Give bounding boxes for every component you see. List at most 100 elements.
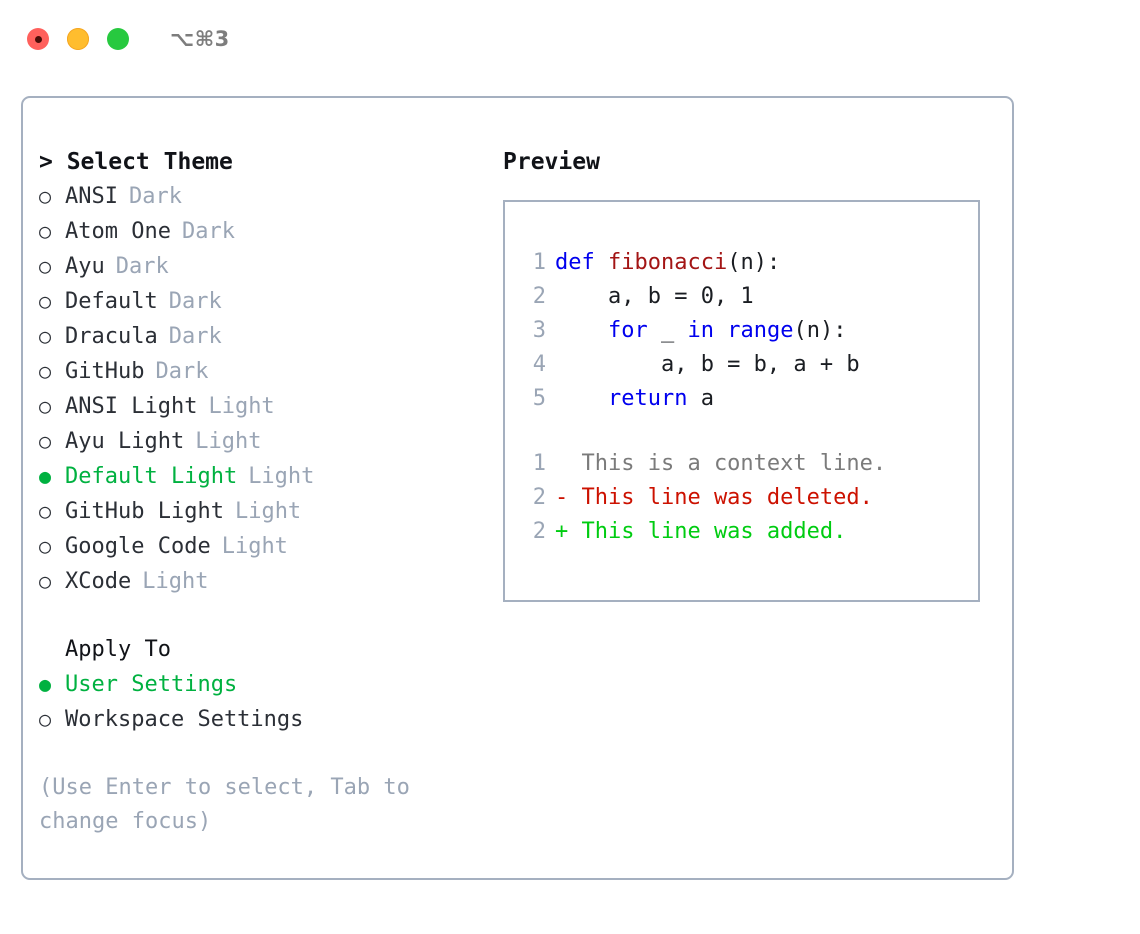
theme-name-label: Ayu Light [65,429,185,454]
code-line: 5 return a [518,382,978,416]
maximize-button[interactable] [107,28,129,50]
line-number: 5 [532,386,546,411]
radio-unselected-icon[interactable]: ○ [39,534,52,558]
theme-name-label: Ayu [65,254,105,279]
code-token: fibonacci [607,250,728,275]
theme-variant-tag: Dark [155,359,209,384]
line-number: 2 [532,284,546,309]
apply-to-item-label: Workspace Settings [65,707,304,732]
radio-unselected-icon[interactable]: ○ [39,569,52,593]
code-token: a, b = b, a + b [555,352,860,377]
list-spacer [39,599,503,633]
theme-name-label: Default [65,289,158,314]
code-token: (n): [727,250,781,275]
theme-list-item[interactable]: ○ Ayu Light Light [39,424,503,459]
theme-variant-tag: Light [234,499,302,524]
radio-selected-icon[interactable]: ● [39,464,52,488]
code-token: def [555,250,608,275]
theme-variant-tag: Light [221,534,288,559]
code-line: 2 a, b = 0, 1 [518,280,978,314]
theme-name-label: Dracula [65,324,158,349]
radio-unselected-icon[interactable]: ○ [39,429,52,453]
apply-to-marker-placeholder [39,633,65,667]
apply-to-item-label: User Settings [65,672,238,697]
theme-variant-tag: Light [142,569,209,594]
theme-name-label: XCode [65,569,132,594]
radio-unselected-icon[interactable]: ○ [39,499,52,523]
theme-list-item[interactable]: ○ Ayu Dark [39,249,503,284]
code-token: in [687,318,714,343]
diff-line: 1 This is a context line. [518,447,978,481]
preview-title: Preview [503,149,600,175]
code-token [555,382,608,416]
keyboard-shortcut-label: ⌥⌘3 [170,27,230,51]
code-token: range [727,318,794,343]
page-title: > Select Theme [39,149,233,175]
radio-selected-icon[interactable]: ● [39,672,52,696]
theme-list-item[interactable]: ○ GitHub Light Light [39,494,503,529]
preview-gap [518,416,978,447]
theme-variant-tag: Dark [128,184,182,209]
radio-unselected-icon[interactable]: ○ [39,359,52,383]
code-token: (n): [793,318,847,343]
radio-unselected-icon[interactable]: ○ [39,254,52,278]
theme-list-item[interactable]: ○ XCode Light [39,564,503,599]
theme-name-label: ANSI Light [65,394,198,419]
line-number: 3 [532,318,546,343]
theme-name-label: Default Light [65,464,238,489]
apply-to-item[interactable]: ● User Settings [39,667,503,702]
diff-line-text: - This line was deleted. [555,485,873,510]
line-number: 2 [532,519,546,544]
code-line: 4 a, b = b, a + b [518,348,978,382]
theme-name-label: Google Code [65,534,211,559]
line-number: 4 [532,352,546,377]
radio-unselected-icon[interactable]: ○ [39,289,52,313]
radio-unselected-icon[interactable]: ○ [39,324,52,348]
theme-variant-tag: Dark [168,289,222,314]
radio-unselected-icon[interactable]: ○ [39,219,52,243]
theme-list-item[interactable]: ○ Default Dark [39,284,503,319]
theme-list-item[interactable]: ○ ANSI Dark [39,179,503,214]
theme-variant-tag: Dark [115,254,169,279]
line-number: 1 [532,451,546,476]
radio-unselected-icon[interactable]: ○ [39,184,52,208]
code-token: a, b = 0, 1 [555,284,754,309]
diff-preview: 1 This is a context line. 2 - This line wa… [518,447,978,549]
theme-list-item[interactable]: ○ Google Code Light [39,529,503,564]
diff-line: 2+ This line was added. [518,515,978,549]
theme-variant-tag: Dark [168,324,222,349]
code-token: return [607,386,688,411]
theme-name-label: ANSI [65,184,118,209]
close-button[interactable] [27,28,49,50]
theme-variant-tag: Light [195,429,262,454]
code-token: for [607,318,648,343]
apply-to-heading: Apply To [39,633,503,667]
minimize-button[interactable] [67,28,89,50]
line-number: 2 [532,485,546,510]
apply-to-label: Apply To [65,637,171,662]
theme-list-item[interactable]: ○ GitHub Dark [39,354,503,389]
apply-to-item[interactable]: ○ Workspace Settings [39,702,503,737]
code-token [714,314,727,348]
theme-variant-tag: Light [208,394,275,419]
keyboard-hint: (Use Enter to select, Tab to change focu… [39,775,410,834]
code-token: _ [647,318,688,343]
radio-unselected-icon[interactable]: ○ [39,394,52,418]
code-token: a [687,386,714,411]
theme-variant-tag: Dark [181,219,235,244]
theme-name-label: GitHub Light [65,499,224,524]
code-token [555,314,608,348]
theme-name-label: GitHub [65,359,145,384]
apply-to-list[interactable]: ● User Settings ○ Workspace Settings [39,667,503,737]
radio-unselected-icon[interactable]: ○ [39,707,52,731]
theme-list-item[interactable]: ○ ANSI Light Light [39,389,503,424]
theme-list-item[interactable]: ○ Dracula Dark [39,319,503,354]
